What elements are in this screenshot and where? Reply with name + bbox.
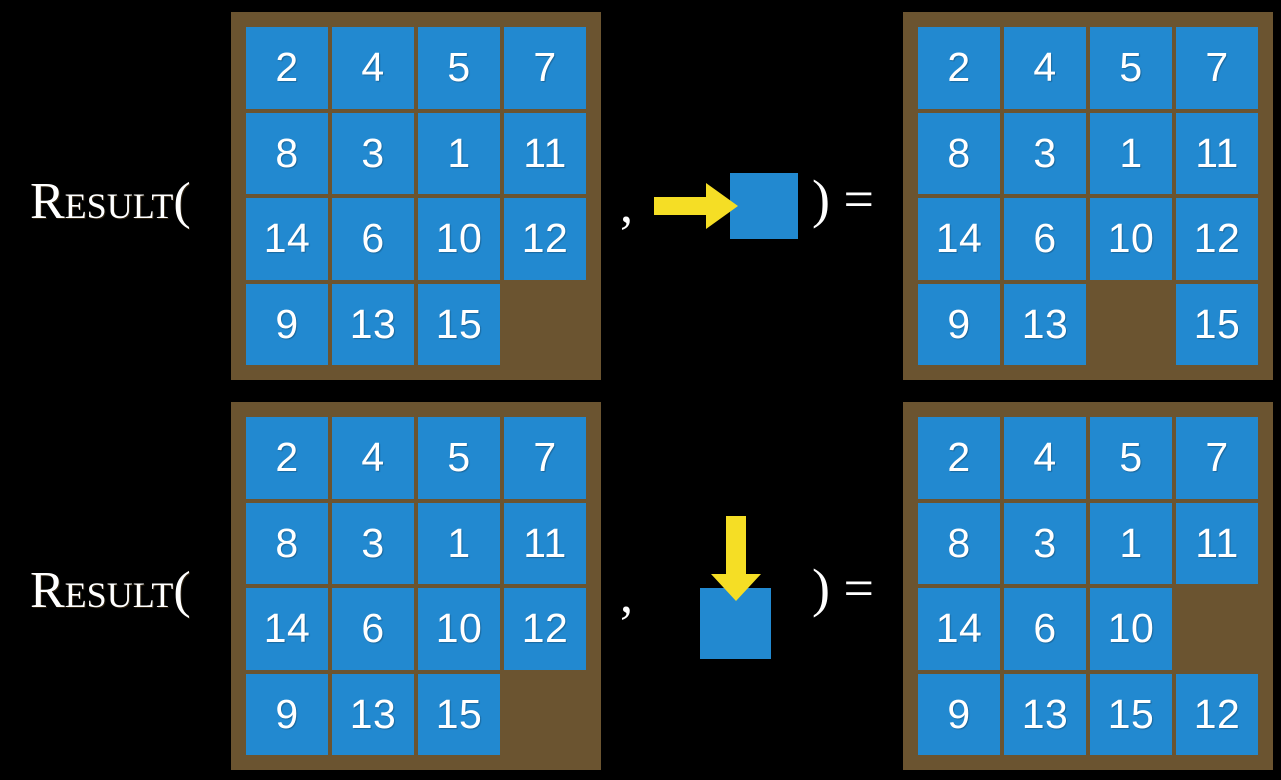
tile[interactable]: 3	[332, 112, 414, 194]
input-board-row1[interactable]: 2 4 5 7 8 3 1 11 14 6 10 12 9 13 15	[231, 12, 601, 380]
tile[interactable]: 9	[246, 673, 328, 755]
tile[interactable]: 15	[418, 283, 500, 365]
tile[interactable]: 3	[1004, 112, 1086, 194]
comma-separator-row1: ,	[620, 177, 633, 234]
tile[interactable]: 12	[1176, 198, 1258, 280]
empty-slot[interactable]	[504, 284, 586, 366]
tile[interactable]: 11	[504, 112, 586, 194]
empty-slot[interactable]	[504, 674, 586, 756]
tile[interactable]: 2	[918, 417, 1000, 499]
close-paren-equals-row2: ) =	[812, 558, 874, 618]
tile[interactable]: 13	[332, 673, 414, 755]
tile[interactable]: 5	[1090, 27, 1172, 109]
close-paren-equals-row1: ) =	[812, 169, 874, 229]
tile-grid: 2 4 5 7 8 3 1 11 14 6 10 12 9 13 15	[246, 417, 586, 755]
tile[interactable]: 8	[918, 112, 1000, 194]
empty-slot[interactable]	[1176, 588, 1258, 670]
tile[interactable]: 9	[918, 283, 1000, 365]
tile-grid: 2 4 5 7 8 3 1 11 14 6 10 9 13 15 12	[918, 417, 1258, 755]
tile[interactable]: 15	[1090, 673, 1172, 755]
tile[interactable]: 5	[418, 417, 500, 499]
tile[interactable]: 6	[1004, 198, 1086, 280]
tile[interactable]: 13	[1004, 283, 1086, 365]
tile[interactable]: 10	[1090, 198, 1172, 280]
result-label-row2: Result(	[30, 562, 191, 619]
comma-separator-row2: ,	[620, 567, 633, 624]
tile[interactable]: 8	[246, 502, 328, 584]
tile[interactable]: 7	[1176, 27, 1258, 109]
arrow-down-icon	[711, 516, 761, 601]
tile[interactable]: 7	[1176, 417, 1258, 499]
tile[interactable]: 3	[1004, 502, 1086, 584]
tile[interactable]: 11	[1176, 112, 1258, 194]
tile[interactable]: 4	[1004, 417, 1086, 499]
tile[interactable]: 9	[246, 283, 328, 365]
tile[interactable]: 4	[1004, 27, 1086, 109]
tile[interactable]: 2	[246, 417, 328, 499]
tile[interactable]: 12	[1176, 673, 1258, 755]
tile[interactable]: 9	[918, 673, 1000, 755]
tile[interactable]: 11	[504, 502, 586, 584]
tile[interactable]: 12	[504, 198, 586, 280]
tile[interactable]: 11	[1176, 502, 1258, 584]
tile[interactable]: 15	[418, 673, 500, 755]
tile[interactable]: 14	[918, 198, 1000, 280]
tile[interactable]: 14	[246, 588, 328, 670]
tile[interactable]: 6	[1004, 588, 1086, 670]
tile[interactable]: 13	[332, 283, 414, 365]
result-label-row1: Result(	[30, 173, 191, 230]
output-board-row1[interactable]: 2 4 5 7 8 3 1 11 14 6 10 12 9 13 15	[903, 12, 1273, 380]
tile[interactable]: 5	[1090, 417, 1172, 499]
tile[interactable]: 13	[1004, 673, 1086, 755]
tile[interactable]: 10	[418, 588, 500, 670]
tile[interactable]: 8	[246, 112, 328, 194]
tile[interactable]: 1	[418, 112, 500, 194]
tile[interactable]: 5	[418, 27, 500, 109]
move-right-operand-square[interactable]	[730, 173, 798, 239]
tile[interactable]: 1	[1090, 502, 1172, 584]
input-board-row2[interactable]: 2 4 5 7 8 3 1 11 14 6 10 12 9 13 15	[231, 402, 601, 770]
tile[interactable]: 6	[332, 198, 414, 280]
tile[interactable]: 10	[418, 198, 500, 280]
tile[interactable]: 3	[332, 502, 414, 584]
tile[interactable]: 1	[418, 502, 500, 584]
tile[interactable]: 6	[332, 588, 414, 670]
tile[interactable]: 4	[332, 417, 414, 499]
arrow-right-icon	[654, 183, 738, 229]
tile[interactable]: 14	[918, 588, 1000, 670]
tile[interactable]: 15	[1176, 283, 1258, 365]
tile-grid: 2 4 5 7 8 3 1 11 14 6 10 12 9 13 15	[246, 27, 586, 365]
tile[interactable]: 4	[332, 27, 414, 109]
tile[interactable]: 14	[246, 198, 328, 280]
tile[interactable]: 12	[504, 588, 586, 670]
tile[interactable]: 1	[1090, 112, 1172, 194]
output-board-row2[interactable]: 2 4 5 7 8 3 1 11 14 6 10 9 13 15 12	[903, 402, 1273, 770]
tile[interactable]: 2	[918, 27, 1000, 109]
tile-grid: 2 4 5 7 8 3 1 11 14 6 10 12 9 13 15	[918, 27, 1258, 365]
tile[interactable]: 2	[246, 27, 328, 109]
tile[interactable]: 10	[1090, 588, 1172, 670]
tile[interactable]: 7	[504, 417, 586, 499]
tile[interactable]: 8	[918, 502, 1000, 584]
empty-slot[interactable]	[1090, 284, 1172, 366]
tile[interactable]: 7	[504, 27, 586, 109]
